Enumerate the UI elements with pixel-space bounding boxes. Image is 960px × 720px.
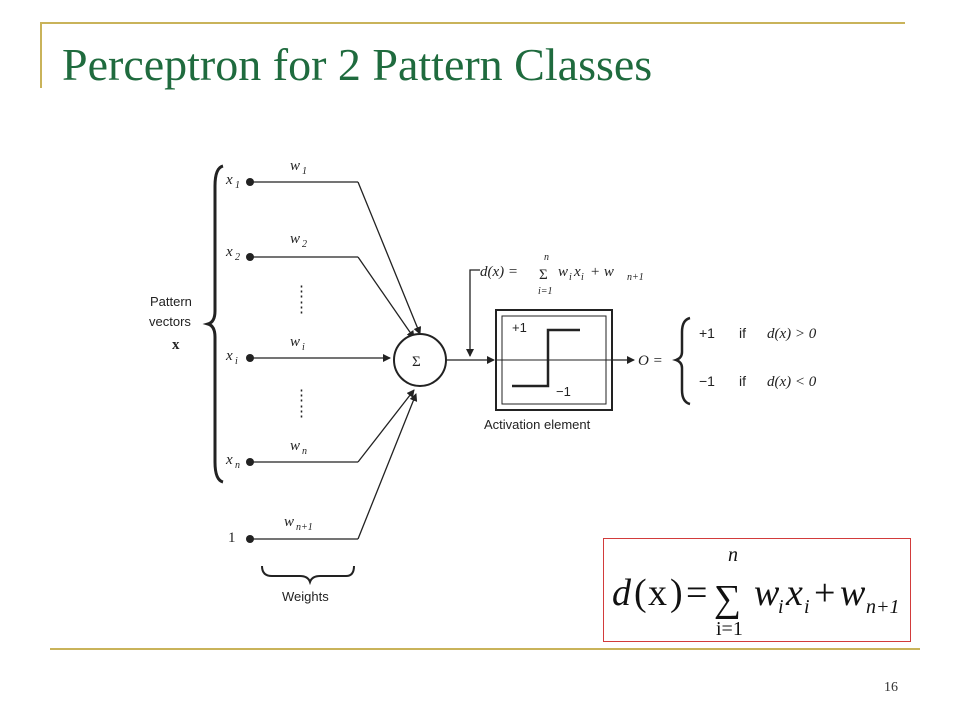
slide-number: 16 <box>884 680 898 695</box>
input-xi-sub: i <box>235 356 238 367</box>
weight-w2-var: w <box>290 231 300 247</box>
activation-minus-one: −1 <box>556 384 571 399</box>
output-case1-value: +1 <box>699 325 715 341</box>
slide-frame-left <box>40 22 42 88</box>
formula-term2: x <box>785 572 803 614</box>
output-case2-if: if <box>739 373 746 389</box>
decision-sum-symbol: Σ <box>539 267 548 283</box>
input-x2-var: x <box>225 244 233 260</box>
formula-sum: ∑ <box>714 578 741 620</box>
activation-label: Activation element <box>484 417 591 432</box>
ellipsis-dots-upper: ⋮ <box>294 284 309 300</box>
formula-sum-upper: n <box>728 544 738 566</box>
weight-wn1-sub: n+1 <box>296 522 313 533</box>
decision-term-bias: + w <box>590 264 614 280</box>
formula-lhs: d <box>612 572 632 614</box>
weights-brace <box>261 565 355 586</box>
formula-sum-lower: i=1 <box>716 618 743 640</box>
output-brace <box>672 316 691 406</box>
input-x1-sub: 1 <box>235 180 240 191</box>
pattern-label: Pattern <box>150 294 192 309</box>
formula-plus: + <box>814 572 835 614</box>
output-cases: +1 if d(x) > 0 −1 if d(x) < 0 <box>699 325 817 390</box>
summation-symbol: Σ <box>412 354 421 370</box>
slide-frame-bottom <box>50 648 920 650</box>
decision-formula: d ( x ) = ∑ n i=1 w i x i + w n+1 <box>612 544 900 640</box>
weights-label: Weights <box>282 589 329 604</box>
output-case1-cond: d(x) > 0 <box>767 326 817 342</box>
formula-box: d ( x ) = ∑ n i=1 w i x i + w n+1 <box>603 538 911 642</box>
output-case2-cond: d(x) < 0 <box>767 374 817 390</box>
formula-arg: x <box>648 572 667 614</box>
page-title: Perceptron for 2 Pattern Classes <box>62 39 653 90</box>
formula-term3: w <box>840 572 866 614</box>
activation-plus-one: +1 <box>512 320 527 335</box>
formula-term3-sub: n+1 <box>866 596 900 618</box>
decision-function-lhs: d(x) = <box>480 264 518 280</box>
vectors-label: vectors <box>149 314 191 329</box>
slide-frame-top <box>40 22 905 24</box>
output-case2-value: −1 <box>699 373 715 389</box>
output-case1-if: if <box>739 325 746 341</box>
decision-term-x: x <box>573 264 581 280</box>
formula-open-paren: ( <box>634 572 647 614</box>
weight-wn-sub: n <box>302 446 307 457</box>
input-xn-sub: n <box>235 460 240 471</box>
perceptron-diagram: Pattern vectors x x 1 w 1 x 2 w 2 ⋮ ⋮ x … <box>149 158 691 604</box>
pattern-brace <box>202 164 224 484</box>
weight-w1-var: w <box>290 158 300 174</box>
decision-term-bias-sub: n+1 <box>627 272 644 283</box>
decision-term-xi-sub: i <box>581 272 584 283</box>
decision-term-wi-sub: i <box>569 272 572 283</box>
weight-wn1-var: w <box>284 514 294 530</box>
formula-term1-sub: i <box>778 596 784 618</box>
weight-wi-var: w <box>290 334 300 350</box>
weight-wi-sub: i <box>302 342 305 353</box>
formula-term1: w <box>754 572 780 614</box>
ellipsis-dots-lower: ⋮ <box>294 388 309 404</box>
weight-w1-sub: 1 <box>302 166 307 177</box>
input-x1-var: x <box>225 172 233 188</box>
bias-input-label: 1 <box>228 530 236 546</box>
x-vector-label: x <box>172 337 180 353</box>
output-symbol: O = <box>638 353 663 369</box>
ellipsis-dots-upper-2: ⋮ <box>294 300 309 316</box>
formula-close-paren: ) <box>670 572 683 614</box>
formula-equals: = <box>686 572 707 614</box>
step-function-curve <box>512 328 580 388</box>
formula-term2-sub: i <box>804 596 810 618</box>
ellipsis-dots-lower-2: ⋮ <box>294 404 309 420</box>
weight-w2-sub: 2 <box>302 239 307 250</box>
input-xn-var: x <box>225 452 233 468</box>
decision-sum-lower: i=1 <box>538 286 553 297</box>
input-xi-var: x <box>225 348 233 364</box>
input-x2-sub: 2 <box>235 252 240 263</box>
weight-wn-var: w <box>290 438 300 454</box>
decision-term-w: w <box>558 264 568 280</box>
decision-sum-upper: n <box>544 252 549 263</box>
